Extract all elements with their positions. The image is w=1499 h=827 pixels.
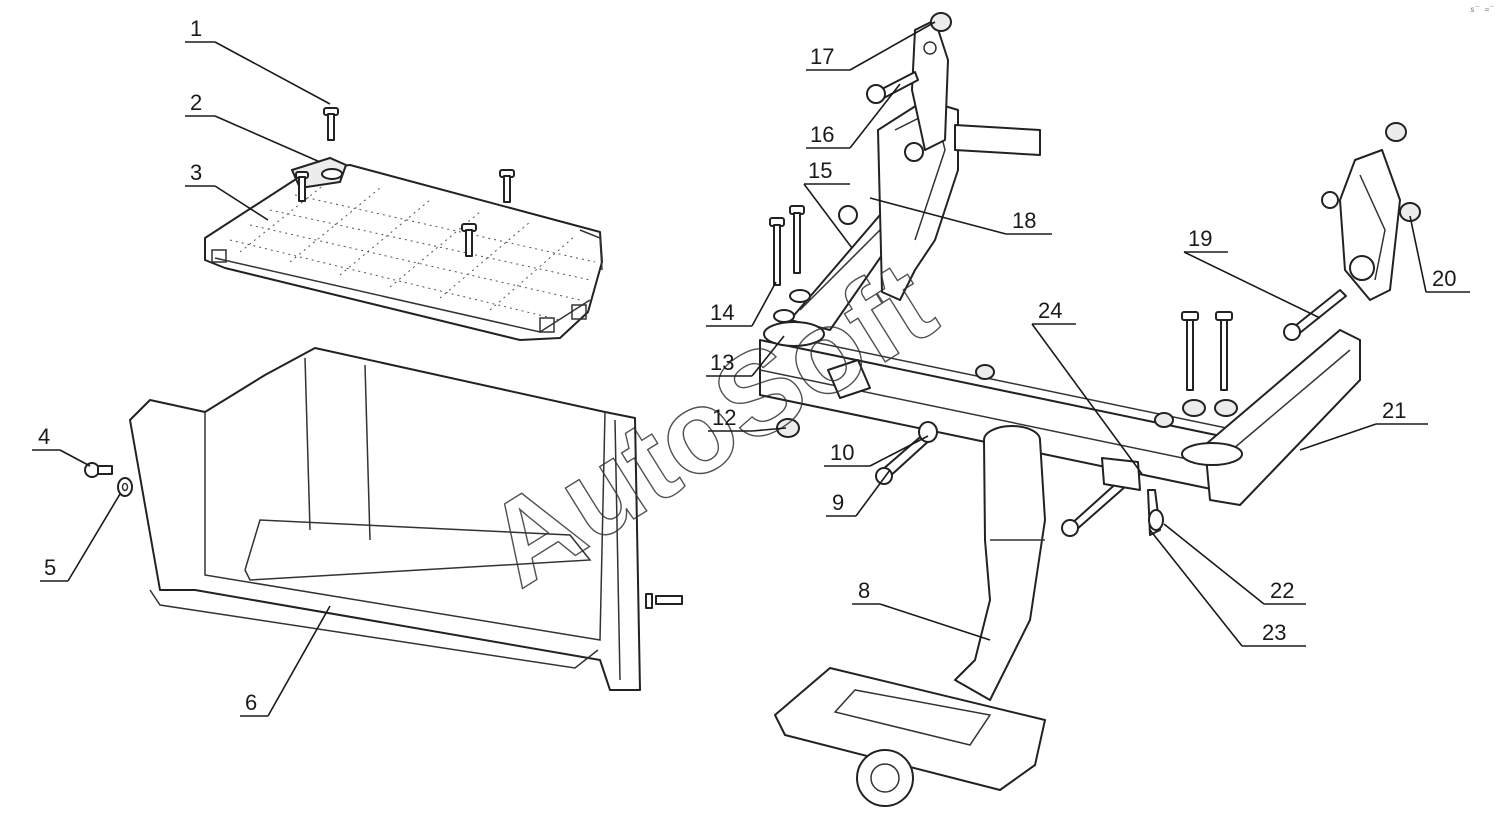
callout-number: 12 xyxy=(712,405,736,430)
callout-number: 20 xyxy=(1432,266,1456,291)
callout-leader-line xyxy=(879,603,991,641)
callout-20: 20 xyxy=(1409,215,1470,293)
callout-number: 4 xyxy=(38,424,50,449)
screw-part-4 xyxy=(84,462,113,478)
callout-10: 10 xyxy=(824,435,929,467)
callout-number: 19 xyxy=(1188,226,1212,251)
callout-number: 9 xyxy=(832,490,844,515)
callout-leader-line xyxy=(67,493,121,582)
callout-leader-line xyxy=(1299,423,1377,451)
callout-3: 3 xyxy=(185,160,269,221)
callout-leader-line xyxy=(1163,523,1265,605)
callout-23: 23 xyxy=(1149,529,1306,647)
callout-number: 23 xyxy=(1262,620,1286,645)
callout-leader-line xyxy=(267,605,331,717)
callout-15: 15 xyxy=(803,158,853,249)
right-bracket-part-19 xyxy=(1339,149,1401,301)
callout-18: 18 xyxy=(869,197,1052,235)
callout-leader-line xyxy=(751,281,777,327)
callout-13: 13 xyxy=(706,335,785,377)
callout-leader-line xyxy=(803,183,853,249)
callout-number: 21 xyxy=(1382,398,1406,423)
callout-16: 16 xyxy=(806,83,901,149)
callout-leader-line xyxy=(59,449,91,467)
callout-leader-line xyxy=(849,83,901,149)
callout-number: 5 xyxy=(44,555,56,580)
callout-number: 2 xyxy=(190,90,202,115)
callout-leader-line xyxy=(1409,215,1427,293)
callout-number: 14 xyxy=(710,300,734,325)
callout-14: 14 xyxy=(706,281,777,327)
callout-24: 24 xyxy=(1031,298,1143,475)
callout-leader-line xyxy=(214,115,321,163)
callout-number: 3 xyxy=(190,160,202,185)
callout-number: 8 xyxy=(858,578,870,603)
callout-5: 5 xyxy=(40,493,121,582)
callout-leader-line xyxy=(869,435,929,467)
callout-leader-line xyxy=(855,469,891,517)
callout-leader-line xyxy=(1183,251,1321,319)
right-side-arm-part-21 xyxy=(1204,329,1361,506)
callout-8: 8 xyxy=(852,578,991,641)
bolt-on-platform xyxy=(295,169,515,257)
hitch-tube-part-8 xyxy=(954,425,1046,701)
callout-leader-line xyxy=(751,335,785,377)
callout-21: 21 xyxy=(1299,398,1428,451)
callout-2: 2 xyxy=(185,90,321,163)
callout-22: 22 xyxy=(1163,523,1306,605)
callout-number: 18 xyxy=(1012,208,1036,233)
callout-12: 12 xyxy=(708,405,787,432)
step-platform-part-3 xyxy=(204,164,603,341)
callout-17: 17 xyxy=(806,21,936,71)
callout-4: 4 xyxy=(32,424,91,467)
callout-leader-line xyxy=(214,185,269,221)
callout-leader-line xyxy=(214,41,331,105)
callout-number: 22 xyxy=(1270,578,1294,603)
callout-number: 10 xyxy=(830,440,854,465)
callout-leader-line xyxy=(869,197,1007,235)
tray-part-6 xyxy=(129,347,641,691)
callout-leader-line xyxy=(1149,529,1243,647)
callout-number: 16 xyxy=(810,122,834,147)
callout-leader-line xyxy=(751,427,787,432)
bolts-and-nuts xyxy=(763,12,1421,537)
callout-leader-line xyxy=(849,21,936,71)
callout-number: 15 xyxy=(808,158,832,183)
callout-number: 24 xyxy=(1038,298,1062,323)
callout-number: 1 xyxy=(190,16,202,41)
callout-leader-line xyxy=(1031,323,1143,475)
callout-19: 19 xyxy=(1183,226,1321,319)
clip-fastener xyxy=(645,593,683,609)
washer-part-5 xyxy=(117,477,133,497)
hitch-plate xyxy=(774,667,1046,807)
callout-6: 6 xyxy=(240,605,331,717)
callout-number: 6 xyxy=(245,690,257,715)
callout-9: 9 xyxy=(826,469,891,517)
corner-mark: s‾ =‾ xyxy=(1470,5,1494,14)
callout-number: 13 xyxy=(710,350,734,375)
bolt-part-1 xyxy=(323,107,339,141)
callout-number: 17 xyxy=(810,44,834,69)
callout-1: 1 xyxy=(185,16,331,105)
